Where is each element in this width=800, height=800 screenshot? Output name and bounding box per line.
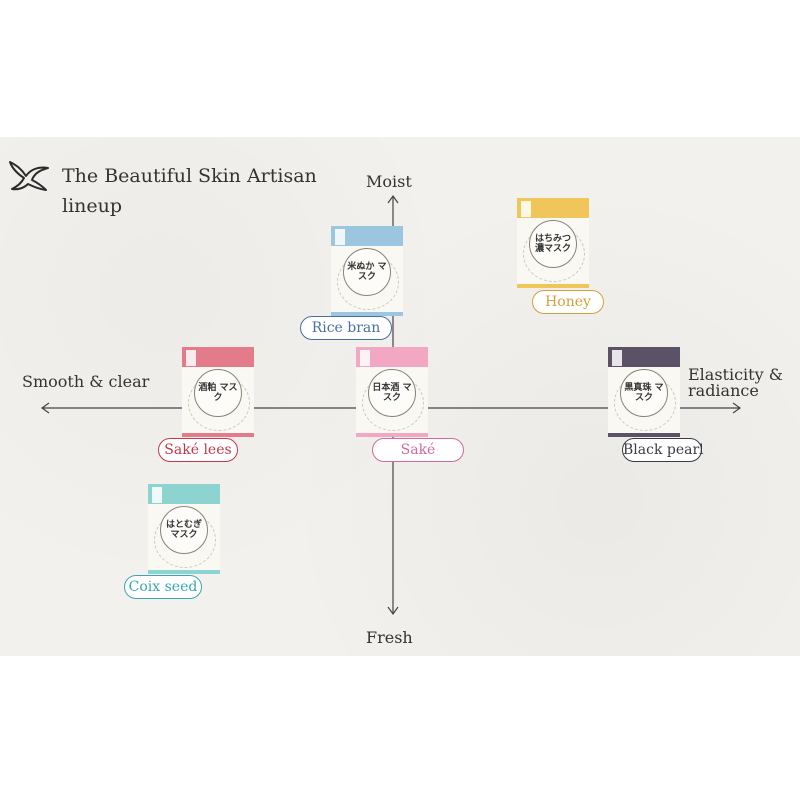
package-japanese-text: 日本酒 マスク bbox=[372, 383, 412, 403]
axis-label-top: Moist bbox=[366, 172, 412, 191]
product-label-sak-lees: Saké lees bbox=[158, 438, 238, 462]
product-label-honey: Honey bbox=[532, 290, 604, 314]
package-japanese-text: はちみつ 濃マスク bbox=[534, 234, 571, 254]
product-package-black-pearl: 黒真珠 マスク bbox=[608, 347, 680, 437]
package-footer bbox=[608, 433, 680, 437]
axis-label-right-line2: radiance bbox=[688, 381, 759, 400]
package-badge bbox=[186, 350, 196, 366]
package-japanese-text: 米ぬか マスク bbox=[347, 262, 387, 282]
package-footer bbox=[356, 433, 428, 437]
package-emblem bbox=[160, 506, 208, 554]
product-package-rice-bran: 米ぬか マスク bbox=[331, 226, 403, 316]
package-footer bbox=[517, 284, 589, 288]
package-badge bbox=[152, 487, 162, 503]
arrow-up-icon bbox=[387, 194, 399, 204]
axis-label-bottom: Fresh bbox=[366, 628, 413, 647]
product-package-honey: はちみつ 濃マスク bbox=[517, 198, 589, 288]
package-japanese-text: はとむぎ マスク bbox=[165, 520, 202, 540]
arrow-down-icon bbox=[387, 606, 399, 616]
package-emblem bbox=[620, 369, 668, 417]
package-badge bbox=[360, 350, 370, 366]
package-japanese-text: 黒真珠 マスク bbox=[624, 383, 664, 403]
package-band bbox=[148, 484, 220, 504]
axis-label-left: Smooth & clear bbox=[22, 372, 150, 391]
package-band bbox=[608, 347, 680, 367]
package-badge bbox=[335, 229, 345, 245]
swallow-logo-icon bbox=[9, 161, 49, 191]
package-band bbox=[517, 198, 589, 218]
package-emblem bbox=[529, 220, 577, 268]
product-label-rice-bran: Rice bran bbox=[300, 316, 392, 340]
product-package-sak-: 日本酒 マスク bbox=[356, 347, 428, 437]
product-package-sak-lees: 酒粕 マスク bbox=[182, 347, 254, 437]
package-band bbox=[356, 347, 428, 367]
arrow-right-icon bbox=[732, 402, 742, 414]
page-title-line2: lineup bbox=[62, 195, 123, 217]
package-badge bbox=[521, 201, 531, 217]
product-package-coix-seed: はとむぎ マスク bbox=[148, 484, 220, 574]
package-japanese-text: 酒粕 マスク bbox=[198, 383, 238, 403]
package-footer bbox=[148, 570, 220, 574]
product-label-sak-: Saké bbox=[372, 438, 464, 462]
arrow-left-icon bbox=[40, 402, 50, 414]
product-label-black-pearl: Black pearl bbox=[622, 438, 704, 462]
package-footer bbox=[331, 312, 403, 316]
package-emblem bbox=[368, 369, 416, 417]
page-title: The Beautiful Skin Artisan bbox=[62, 165, 317, 187]
axis-label-right: Elasticity & bbox=[688, 365, 783, 384]
package-band bbox=[182, 347, 254, 367]
package-emblem bbox=[343, 248, 391, 296]
package-badge bbox=[612, 350, 622, 366]
product-label-coix-seed: Coix seed bbox=[124, 575, 202, 599]
package-band bbox=[331, 226, 403, 246]
package-emblem bbox=[194, 369, 242, 417]
package-footer bbox=[182, 433, 254, 437]
